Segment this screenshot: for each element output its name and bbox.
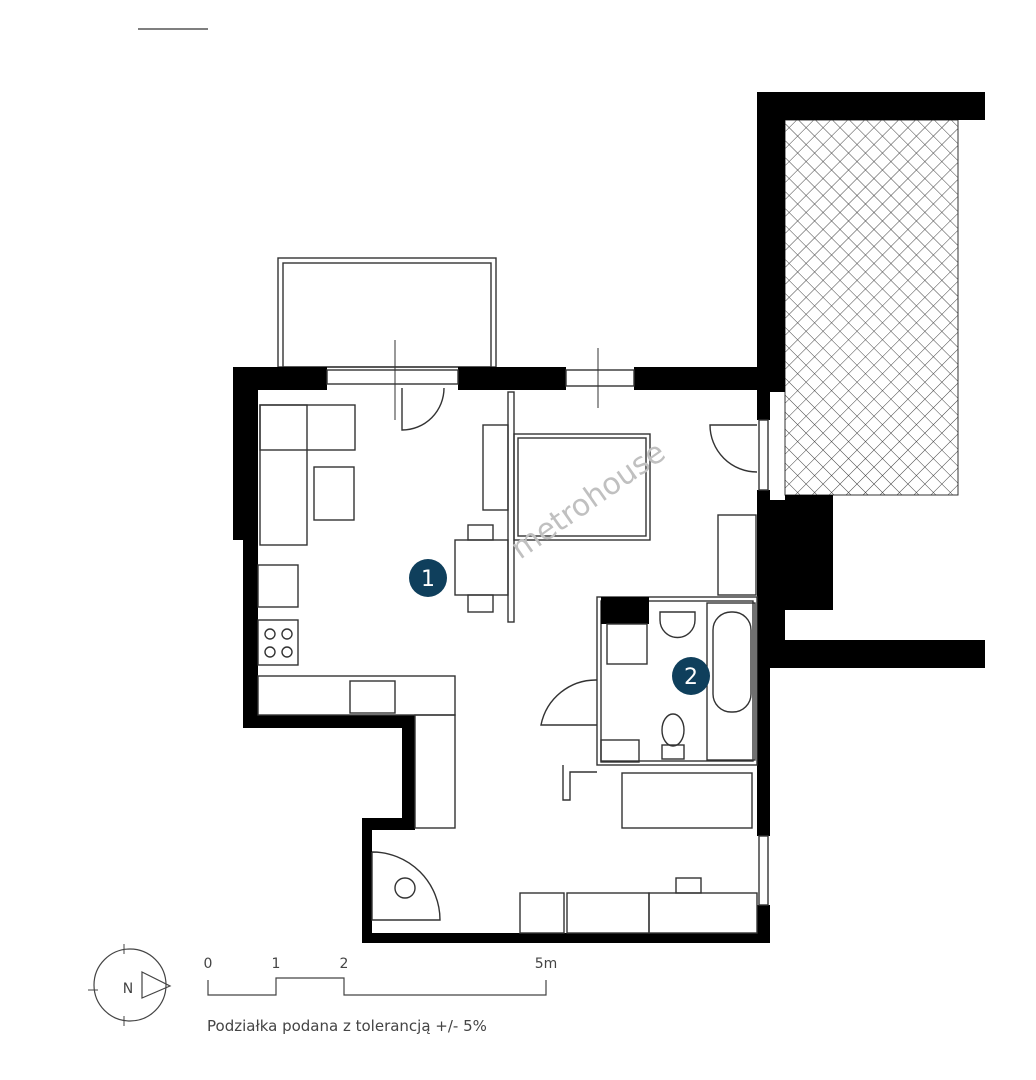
scale-label-0: 0	[204, 956, 213, 972]
watermark: metrohouse	[505, 435, 672, 567]
compass-label: N	[123, 981, 133, 997]
room-number: 2	[684, 665, 698, 690]
terrace	[757, 92, 985, 668]
scale-label-2: 2	[340, 956, 349, 972]
scale-bar: 0 1 2 5m Podziałka podana z tolerancją +…	[204, 956, 558, 1035]
room-badge-2[interactable]: 2	[672, 657, 710, 695]
room-number: 1	[421, 567, 435, 592]
compass-icon: N	[88, 944, 172, 1026]
bathroom	[596, 596, 758, 766]
apartment-walls	[233, 367, 770, 943]
room-badge-1[interactable]: 1	[409, 559, 447, 597]
scale-label-1: 1	[272, 956, 281, 972]
scale-label-5: 5m	[535, 956, 558, 972]
windows	[326, 340, 769, 921]
furniture	[257, 391, 758, 934]
scale-note: Podziałka podana z tolerancją +/- 5%	[207, 1017, 487, 1035]
balcony	[277, 257, 497, 368]
